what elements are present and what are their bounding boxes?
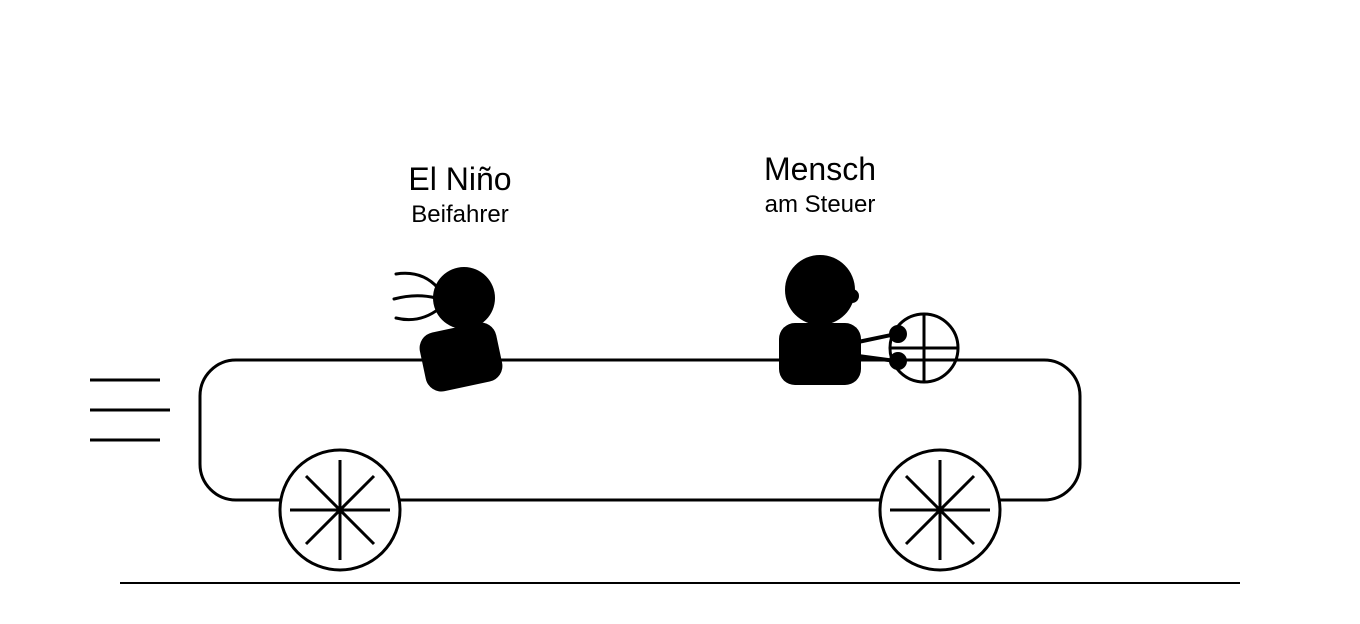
motion-lines-icon <box>90 378 170 442</box>
driver-body <box>779 323 861 385</box>
driver-title: Mensch <box>764 151 876 187</box>
passenger-person-icon <box>419 267 503 392</box>
passenger-body <box>419 322 503 392</box>
driver-head <box>785 255 855 325</box>
passenger-subtitle: Beifahrer <box>411 201 508 228</box>
passenger-head <box>433 267 495 329</box>
driver-nose <box>845 289 859 303</box>
driver-hands <box>889 325 907 370</box>
passenger-title: El Niño <box>408 161 511 197</box>
rear-wheel-icon <box>278 448 402 572</box>
driver-person-icon <box>779 255 861 385</box>
driver-subtitle: am Steuer <box>765 191 876 218</box>
front-wheel-icon <box>878 448 1002 572</box>
steering-wheel-icon <box>888 312 960 384</box>
car-body-icon <box>198 358 1082 502</box>
